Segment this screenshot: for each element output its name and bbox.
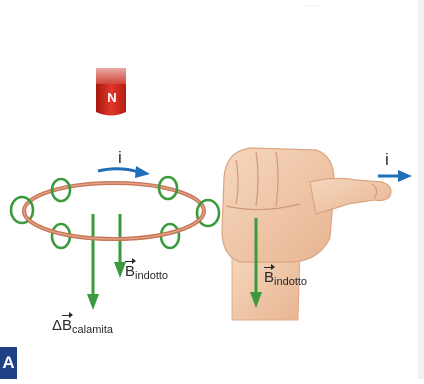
subscript-calamita: calamita: [72, 324, 113, 336]
delta-symbol: Δ: [52, 317, 62, 334]
hand-current-arrow: [378, 170, 412, 182]
ring-induced-field-label: Bindotto: [125, 264, 168, 282]
magnet-field-change-arrow: [87, 214, 99, 310]
subscript-indotto: indotto: [135, 270, 168, 282]
ring-current-label: i: [118, 149, 122, 166]
b-vector-symbol: B: [62, 318, 72, 333]
ring-current-arrow: [98, 166, 150, 178]
right-hand-illustration: [222, 148, 391, 320]
magnet-field-change-label: ΔBcalamita: [52, 318, 113, 336]
hand-induced-field-label: Bindotto: [264, 270, 307, 288]
b-vector-symbol: B: [264, 270, 274, 285]
faint-header-text: ······: [303, 0, 321, 10]
subscript-indotto: indotto: [274, 276, 307, 288]
magnet-pole-label: N: [98, 86, 126, 108]
hand-current-label: i: [385, 151, 389, 168]
page-edge-strip: [418, 0, 424, 379]
panel-badge: A: [0, 347, 17, 379]
b-vector-symbol: B: [125, 264, 135, 279]
